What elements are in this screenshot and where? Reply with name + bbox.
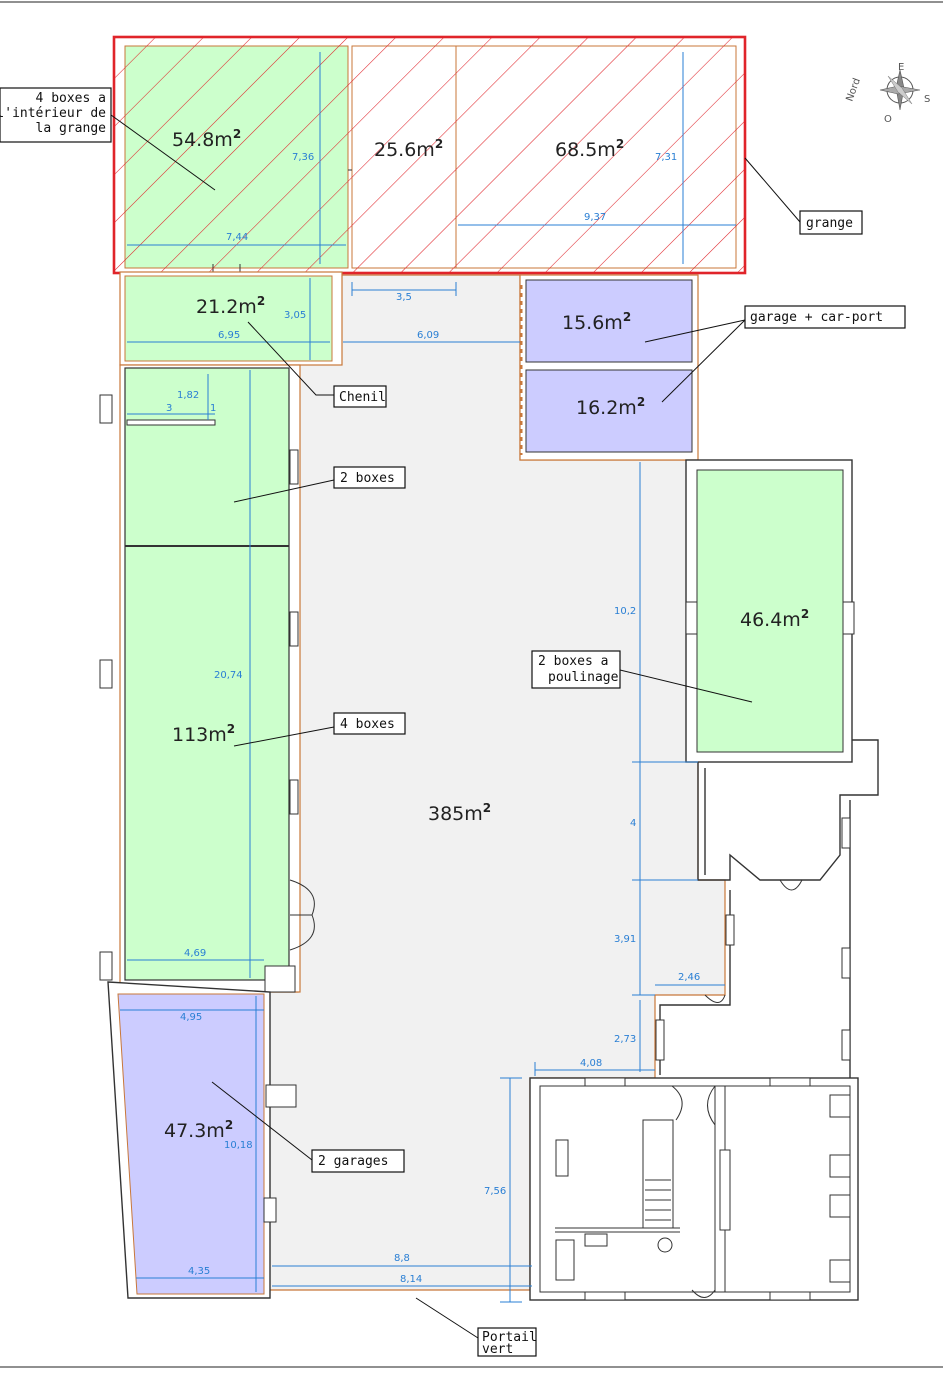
area-label-poulinage: 46.4m2 (740, 607, 809, 631)
dim-408: 4,08 (580, 1058, 602, 1069)
chenil-room (119, 271, 343, 366)
dim-246: 2,46 (678, 972, 700, 983)
callout-grange-boxes-l2: l'intérieur de (0, 106, 106, 121)
area-label-garages: 47.3m2 (164, 1118, 233, 1142)
compass-north: Nord (844, 77, 863, 103)
dim-756: 7,56 (484, 1186, 506, 1197)
main-house (529, 1077, 859, 1301)
callout-grange-boxes-l3: la grange (36, 121, 107, 136)
dim-3: 3 (166, 403, 172, 414)
garage-carport (519, 274, 699, 461)
dim-273: 2,73 (614, 1034, 636, 1045)
compass-east: E (898, 62, 904, 73)
compass-icon: Nord O E S (844, 62, 930, 125)
callout-portail-l2: vert (482, 1342, 513, 1357)
dim-609: 6,09 (417, 330, 439, 341)
callout-poulinage-l2: poulinage (548, 670, 619, 685)
area-label-grange-right: 68.5m2 (555, 137, 624, 161)
dim-435: 4,35 (188, 1266, 210, 1277)
dim-2074: 20,74 (214, 670, 243, 681)
dim-1018: 10,18 (224, 1140, 253, 1151)
callout-four-boxes: 4 boxes (340, 717, 395, 732)
area-label-stables: 113m2 (172, 722, 235, 746)
dim-182: 1,82 (177, 390, 199, 401)
dimension-lines (120, 52, 736, 1303)
compass-west: O (884, 114, 892, 125)
callout-grange: grange (806, 216, 853, 231)
area-label-chenil: 21.2m2 (196, 294, 265, 318)
dim-1: 1 (210, 403, 216, 414)
callout-two-boxes: 2 boxes (340, 471, 395, 486)
area-label-grange-boxes: 54.8m2 (172, 127, 241, 151)
area-label-garage-2: 16.2m2 (576, 395, 645, 419)
area-label-courtyard: 385m2 (428, 801, 491, 825)
dim-814: 8,14 (400, 1274, 422, 1285)
garages-room (107, 981, 297, 1299)
callouts: 4 boxes a l'intérieur de la grange grang… (0, 87, 906, 1357)
grange-block (112, 35, 747, 275)
leader-lines (110, 114, 801, 1339)
callout-two-garages: 2 garages (318, 1154, 388, 1169)
callout-grange-boxes-l1: 4 boxes a (36, 91, 106, 106)
poulinage-room (685, 459, 855, 763)
dim-937: 9,37 (584, 212, 606, 223)
dim-736: 7,36 (292, 152, 314, 163)
dim-469: 4,69 (184, 948, 206, 959)
callout-portail-l1: Portail (482, 1330, 537, 1345)
dim-35: 3,5 (396, 292, 412, 303)
dim-102: 10,2 (614, 606, 636, 617)
area-label-garage-1: 15.6m2 (562, 310, 631, 334)
dim-695: 6,95 (218, 330, 240, 341)
dim-305: 3,05 (284, 310, 306, 321)
area-label-grange-middle: 25.6m2 (374, 137, 443, 161)
compass-south: S (924, 94, 930, 105)
dim-88: 8,8 (394, 1253, 410, 1264)
dim-495: 4,95 (180, 1012, 202, 1023)
house-outline (655, 739, 879, 1078)
dim-4: 4 (630, 818, 636, 829)
dim-731: 7,31 (655, 152, 677, 163)
area-labels: 54.8m2 25.6m2 68.5m2 21.2m2 15.6m2 16.2m… (164, 127, 809, 1142)
dim-744: 7,44 (226, 232, 248, 243)
dim-391: 3,91 (614, 934, 636, 945)
callout-chenil: Chenil (339, 390, 386, 405)
dimension-labels: 7,36 7,44 7,31 9,37 3,5 3,05 6,95 6,09 1… (166, 152, 700, 1285)
grange-outline (112, 35, 747, 275)
callout-garage-carport: garage + car-port (750, 310, 883, 325)
stables (99, 364, 315, 993)
callout-poulinage-l1: 2 boxes a (538, 654, 608, 669)
